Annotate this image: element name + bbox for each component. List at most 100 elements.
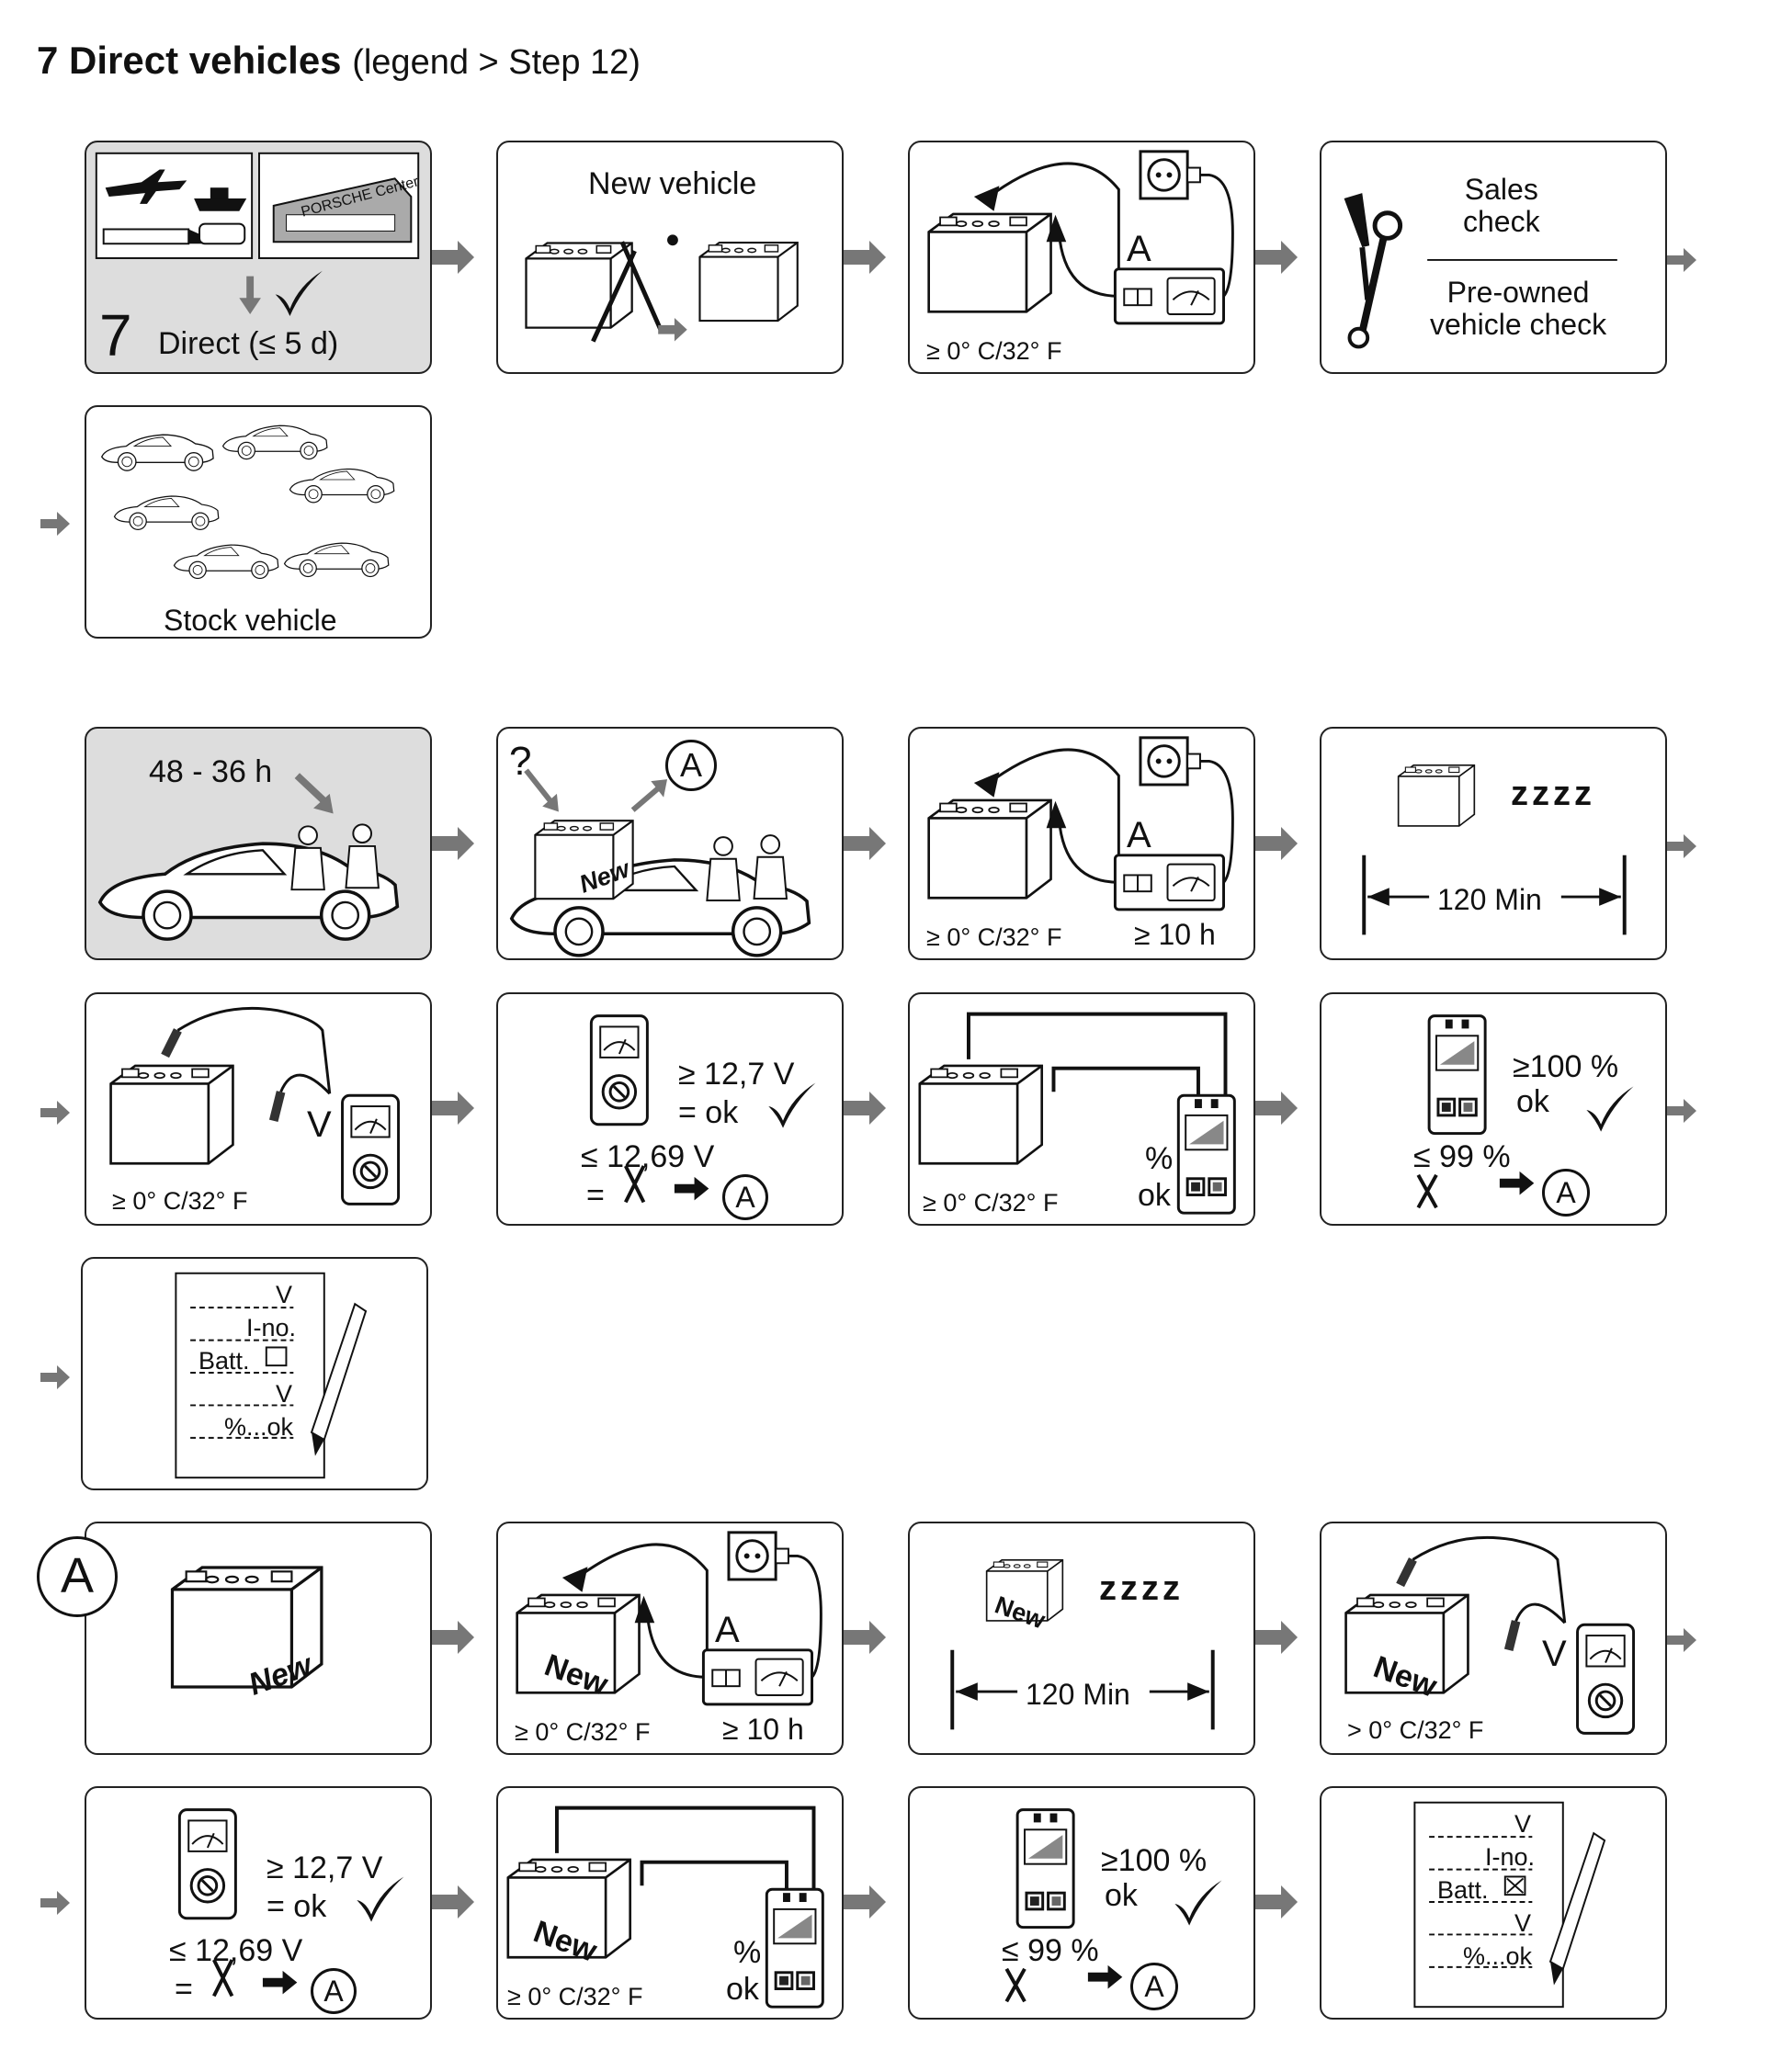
panel-handover: 48 - 36 h xyxy=(85,727,432,960)
flow-arrow xyxy=(844,1885,886,1919)
flow-arrow xyxy=(844,1092,886,1125)
record-row-batt: Batt. xyxy=(1437,1876,1489,1904)
flow-arrow xyxy=(1255,827,1298,860)
panel-battery-test: % ok ≥ 0° C/32° F xyxy=(908,992,1255,1226)
step-a-badge: A xyxy=(1130,1963,1178,2010)
record-row-ino: I-no. xyxy=(246,1314,297,1341)
new-battery-illustration xyxy=(170,1566,323,1689)
flow-arrow xyxy=(432,827,474,860)
panel-rest: zzzz 120 Min xyxy=(1320,727,1667,960)
flow-arrow xyxy=(1255,1621,1298,1654)
voltage-low-threshold: ≤ 12,69 V xyxy=(169,1933,303,1968)
charge-ok-threshold: ≥100 % xyxy=(1513,1049,1619,1084)
charger-label: A xyxy=(715,1610,740,1650)
tools-icon xyxy=(1344,193,1617,349)
flow-arrow xyxy=(1255,241,1298,274)
record-row-ino: I-no. xyxy=(1485,1843,1536,1871)
charge-low-threshold: ≤ 99 % xyxy=(1413,1139,1511,1174)
panel-battery-question: ? A New xyxy=(496,727,844,960)
record-row-voltage-2: V xyxy=(276,1380,293,1408)
charge-low-threshold: ≤ 99 % xyxy=(1002,1933,1099,1968)
panel-voltage-measure-new: V New > 0° C/32° F xyxy=(1320,1522,1667,1755)
panel-checks: Sales check Pre-owned vehicle check xyxy=(1320,141,1667,374)
charger-label: A xyxy=(1127,815,1151,855)
charge-ok-result: ok xyxy=(1516,1084,1549,1119)
rest-zzz: zzzz xyxy=(1099,1569,1184,1608)
battery-swap-illustration xyxy=(525,234,799,343)
sales-check-label: Sales check xyxy=(1463,173,1540,239)
flow-arrow xyxy=(40,512,70,536)
flow-arrow xyxy=(844,1621,886,1654)
temp-label: ≥ 0° C/32° F xyxy=(923,1189,1059,1217)
record-row-percent: %...ok xyxy=(1463,1942,1533,1970)
voltage-ok-threshold: ≥ 12,7 V xyxy=(267,1851,383,1885)
test-ok: ok xyxy=(1138,1178,1171,1213)
panel-test-result-new: ≥100 % ok ≤ 99 % A xyxy=(908,1786,1255,2020)
record-sheet-illustration xyxy=(175,1272,368,1479)
voltmeter-label: V xyxy=(307,1104,332,1145)
test-result-illustration xyxy=(1004,1808,1222,2003)
charging-illustration xyxy=(516,1531,822,1706)
rest-duration: 120 Min xyxy=(1026,1678,1130,1711)
flow-arrow xyxy=(432,1621,474,1654)
temp-label: ≥ 0° C/32° F xyxy=(515,1718,651,1746)
panel-record-sheet: V I-no. Batt. V %...ok xyxy=(81,1257,428,1490)
panel-direct-number: 7 xyxy=(99,302,132,368)
flow-arrow xyxy=(40,1365,70,1389)
record-row-voltage: V xyxy=(1514,1810,1532,1838)
voltage-low-result: = xyxy=(586,1178,605,1213)
record-row-voltage-2: V xyxy=(1514,1909,1532,1937)
panel-test-result: ≥100 % ok ≤ 99 % A xyxy=(1320,992,1667,1226)
voltage-ok-result: = ok xyxy=(267,1889,327,1924)
voltage-low-threshold: ≤ 12,69 V xyxy=(581,1139,715,1174)
voltmeter-label: V xyxy=(1542,1634,1567,1674)
temp-label: ≥ 0° C/32° F xyxy=(112,1187,248,1215)
stock-cars-illustration xyxy=(101,424,395,580)
test-ok: ok xyxy=(726,1972,759,2007)
record-sheet-illustration xyxy=(1413,1801,1606,2009)
flow-arrow xyxy=(1667,834,1696,858)
rest-duration: 120 Min xyxy=(1437,883,1542,916)
battery-question-illustration xyxy=(509,768,811,957)
charging-illustration xyxy=(927,150,1234,325)
flow-arrow xyxy=(432,241,474,274)
transport-illustration xyxy=(95,152,420,316)
flow-arrow xyxy=(432,1885,474,1919)
handover-illustration xyxy=(97,773,400,941)
temp-label: > 0° C/32° F xyxy=(1347,1716,1484,1744)
step-a-badge: A xyxy=(722,1174,768,1220)
flow-arrow xyxy=(1667,1099,1696,1123)
record-row-voltage: V xyxy=(276,1281,293,1308)
temp-label: ≥ 0° C/32° F xyxy=(507,1983,643,2010)
voltage-result-illustration xyxy=(589,1014,816,1204)
page-title: 7 Direct vehicles (legend > Step 12) xyxy=(37,39,641,82)
panel-battery-test-new: New % ok ≥ 0° C/32° F xyxy=(496,1786,844,2020)
section-a-badge: A xyxy=(37,1536,118,1617)
voltage-measure-illustration xyxy=(1344,1535,1636,1735)
charge-ok-result: ok xyxy=(1105,1878,1138,1913)
flow-arrow xyxy=(1255,1885,1298,1919)
panel-voltage-result-new: ≥ 12,7 V = ok ≤ 12,69 V = A xyxy=(85,1786,432,2020)
test-percent: % xyxy=(1145,1141,1174,1176)
flow-arrow xyxy=(40,1101,70,1125)
battery-test-illustration xyxy=(506,1805,824,2009)
charging-illustration xyxy=(927,736,1234,911)
panel-charging-new: A New ≥ 0° C/32° F ≥ 10 h xyxy=(496,1522,844,1755)
panel-stock-vehicle: Stock vehicle xyxy=(85,405,432,639)
rest-illustration xyxy=(1362,764,1627,935)
panel-new-vehicle: New vehicle xyxy=(496,141,844,374)
panel-charging: A ≥ 0° C/32° F xyxy=(908,141,1255,374)
charge-duration: ≥ 10 h xyxy=(722,1713,804,1746)
panel-record-sheet-new: V I-no. Batt. V %...ok xyxy=(1320,1786,1667,2020)
stock-vehicle-label: Stock vehicle xyxy=(164,604,337,637)
flow-arrow xyxy=(844,241,886,274)
flow-arrow xyxy=(40,1891,70,1915)
step-a-badge: A xyxy=(311,1968,357,2014)
battery-test-illustration xyxy=(918,1012,1236,1215)
question-mark: ? xyxy=(509,739,532,784)
charge-ok-threshold: ≥100 % xyxy=(1101,1843,1208,1878)
test-percent: % xyxy=(733,1935,762,1970)
temp-label: ≥ 0° C/32° F xyxy=(926,337,1062,365)
preowned-check-label: Pre-owned vehicle check xyxy=(1430,276,1607,342)
step-a-badge: A xyxy=(665,740,717,791)
